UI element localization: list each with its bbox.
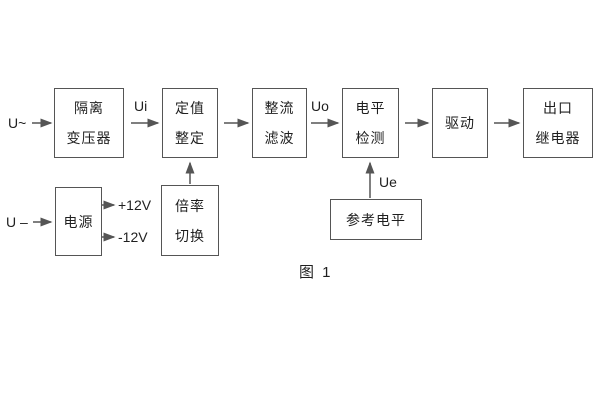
block-rectifier-filter: 整流 滤波: [252, 88, 307, 158]
signal-label-ui: Ui: [134, 98, 148, 114]
signal-label-dc-input: U –: [6, 214, 28, 230]
block-label: 电平: [355, 100, 386, 116]
block-level-detection: 电平 检测: [342, 88, 399, 158]
signal-label-uo: Uo: [311, 98, 329, 114]
block-label: 倍率: [175, 197, 205, 214]
block-setpoint-adjustment: 定值 整定: [162, 88, 218, 158]
block-driver: 驱动: [432, 88, 488, 158]
block-label: 隔离: [74, 100, 104, 116]
signal-label-ac-input: U~: [8, 115, 27, 131]
signal-label-ue: Ue: [379, 174, 397, 190]
block-output-relay: 出口 继电器: [523, 88, 593, 158]
block-label: 整流: [264, 100, 295, 116]
block-label: 滤波: [264, 130, 295, 146]
block-label: 出口: [543, 100, 573, 116]
block-reference-level: 参考电平: [330, 199, 422, 240]
block-label: 整定: [175, 130, 205, 146]
block-ratio-switch: 倍率 切换: [161, 185, 219, 256]
block-label: 继电器: [535, 130, 581, 146]
signal-label-plus12v: +12V: [118, 197, 152, 213]
block-label: 驱动: [445, 115, 475, 131]
block-isolation-transformer: 隔离 变压器: [54, 88, 124, 158]
block-label: 定值: [175, 100, 205, 116]
block-label: 参考电平: [346, 211, 406, 228]
block-power-supply: 电源: [55, 187, 102, 256]
block-label: 变压器: [66, 130, 112, 146]
block-label: 检测: [355, 130, 386, 146]
signal-label-minus12v: -12V: [118, 229, 148, 245]
block-label: 电源: [63, 213, 94, 230]
figure-caption: 图 1: [299, 264, 333, 281]
block-label: 切换: [175, 227, 205, 244]
